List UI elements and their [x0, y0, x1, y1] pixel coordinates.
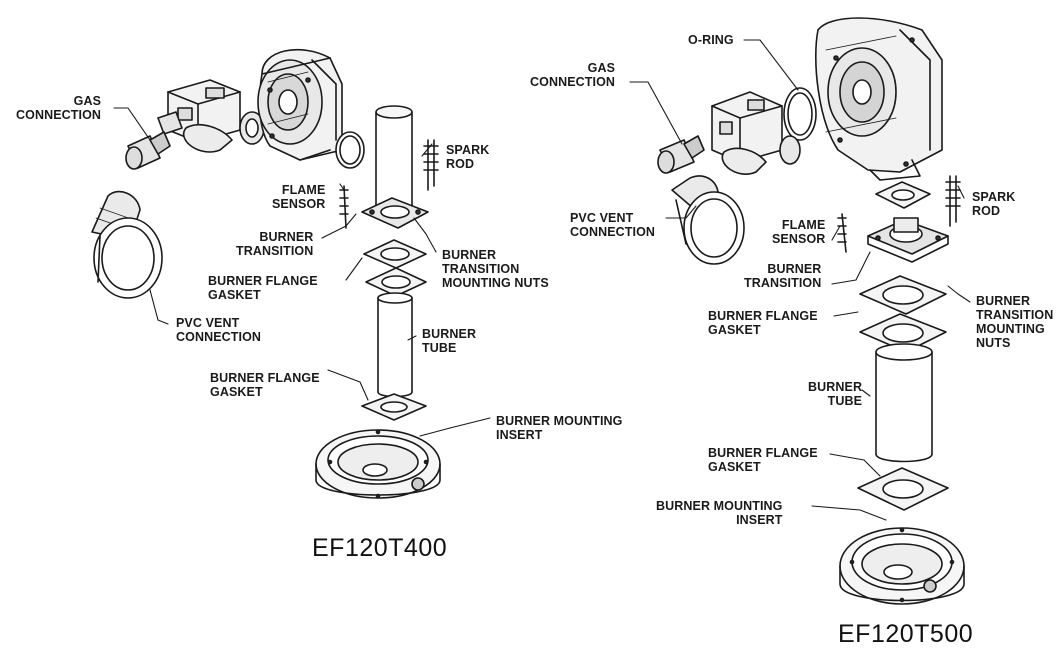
- left-burner-transition: [361, 197, 429, 229]
- left-label-spark-rod: SPARK ROD: [446, 143, 490, 171]
- right-gas-connection-fitting: [657, 135, 705, 174]
- right-burner-transition: [867, 217, 949, 263]
- left-gas-connection-fitting: [125, 131, 171, 170]
- right-burner-mounting-insert: [839, 527, 965, 605]
- left-gas-valve: [157, 79, 265, 153]
- left-spark-rod: [423, 139, 439, 191]
- left-label-burner-tube: BURNER TUBE: [422, 327, 477, 355]
- right-model-title: EF120T500: [838, 620, 974, 648]
- right-label-burner-mounting-insert: BURNER MOUNTING INSERT: [656, 499, 783, 527]
- left-upper-gaskets: [363, 239, 427, 297]
- right-label-flame-sensor: FLAME SENSOR: [772, 218, 826, 246]
- right-assembly: [629, 17, 971, 605]
- right-label-burner-transition: BURNER TRANSITION: [744, 262, 822, 290]
- right-label-burner-flange-gasket-top: BURNER FLANGE GASKET: [708, 309, 818, 337]
- right-label-burner-transition-mounting-nuts: BURNER TRANSITION MOUNTING NUTS: [976, 294, 1054, 350]
- right-burner-tube: [875, 343, 933, 463]
- right-o-ring: [783, 87, 817, 141]
- left-burner-tube: [377, 292, 413, 398]
- right-upper-gaskets: [859, 275, 947, 353]
- left-burner-mounting-insert: [315, 429, 441, 499]
- left-label-burner-flange-gasket-bottom: BURNER FLANGE GASKET: [210, 371, 320, 399]
- right-spark-rod: [945, 175, 961, 227]
- left-blower: [257, 49, 343, 161]
- right-flame-sensor: [837, 213, 847, 253]
- left-flame-sensor: [339, 185, 349, 229]
- right-label-burner-flange-gasket-bottom: BURNER FLANGE GASKET: [708, 446, 818, 474]
- left-label-flame-sensor: FLAME SENSOR: [272, 183, 326, 211]
- right-label-gas-connection: GAS CONNECTION: [530, 61, 616, 89]
- right-blower: [814, 17, 943, 181]
- right-label-burner-tube: BURNER TUBE: [808, 380, 863, 408]
- left-label-pvc-vent-connection: PVC VENT CONNECTION: [176, 316, 262, 344]
- left-label-burner-transition-mounting-nuts: BURNER TRANSITION MOUNTING NUTS: [442, 248, 549, 290]
- right-label-spark-rod: SPARK ROD: [972, 190, 1016, 218]
- left-label-burner-flange-gasket-top: BURNER FLANGE GASKET: [208, 274, 318, 302]
- left-label-burner-transition: BURNER TRANSITION: [236, 230, 314, 258]
- left-pvc-vent: [91, 190, 163, 299]
- left-assembly: [91, 49, 491, 499]
- left-model-title: EF120T400: [312, 534, 448, 562]
- right-label-o-ring: O-RING: [688, 33, 734, 47]
- right-leader-lines: [629, 39, 971, 521]
- right-gas-valve: [711, 91, 801, 175]
- right-pvc-vent: [671, 175, 745, 265]
- left-leader-lines: [113, 107, 491, 437]
- left-label-gas-connection: GAS CONNECTION: [16, 94, 102, 122]
- left-label-burner-mounting-insert: BURNER MOUNTING INSERT: [496, 414, 623, 442]
- left-burner-top-tube: [375, 105, 413, 212]
- right-label-pvc-vent-connection: PVC VENT CONNECTION: [570, 211, 656, 239]
